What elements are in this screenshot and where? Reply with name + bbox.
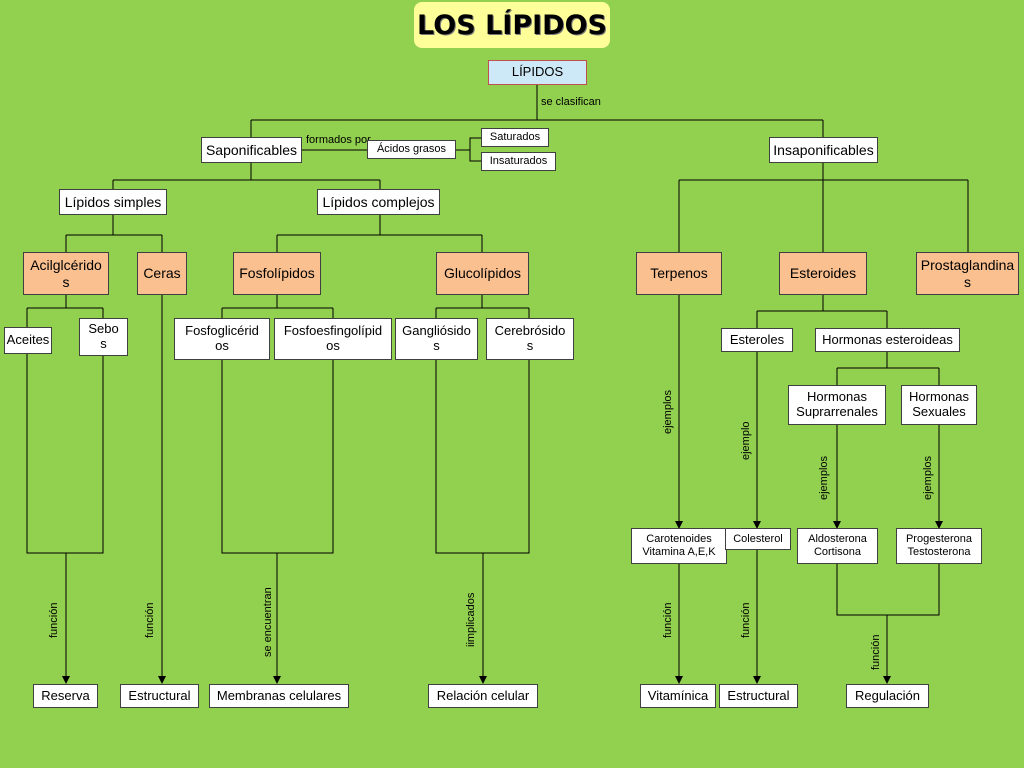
node-vitaminica: Vitamínica — [640, 684, 716, 708]
node-saponificables: Saponificables — [201, 137, 302, 163]
node-prostaglandinas: Prostaglandina s — [916, 252, 1019, 295]
node-lipidos-complejos: Lípidos complejos — [317, 189, 440, 215]
node-esteroides: Esteroides — [779, 252, 867, 295]
node-aldosterona: Aldosterona Cortisona — [797, 528, 878, 564]
node-ceras: Ceras — [137, 252, 187, 295]
node-fosfoesfingolipidos: Fosfoesfingolípid os — [274, 318, 392, 360]
node-hormonas-sexuales: Hormonas Sexuales — [901, 385, 977, 425]
node-gangliosidos: Gangliósido s — [395, 318, 478, 360]
node-lipidos-simples: Lípidos simples — [59, 189, 167, 215]
label-funcion-reserva: función — [48, 602, 60, 638]
label-formados-por: formados por — [306, 134, 371, 146]
node-regulacion: Regulación — [846, 684, 929, 708]
label-se-encuentran: se encuentran — [262, 587, 274, 657]
node-sebos: Sebo s — [79, 318, 128, 356]
node-fosfogliceridos: Fosfoglicérid os — [174, 318, 270, 360]
label-ejemplos-terpenos: ejemplos — [662, 389, 674, 434]
page-title: LOS LÍPIDOS — [414, 2, 610, 48]
node-acidos-grasos: Ácidos grasos — [367, 140, 456, 159]
node-lipidos: LÍPIDOS — [488, 60, 587, 85]
label-funcion-regulacion: función — [870, 634, 882, 670]
node-acilgliceridos: Acilglcérido s — [23, 252, 109, 295]
label-funcion-vitaminica: función — [662, 602, 674, 638]
label-ejemplos-sexuales: ejemplos — [922, 455, 934, 500]
node-colesterol: Colesterol — [725, 528, 791, 550]
node-esteroles: Esteroles — [721, 328, 793, 352]
node-reserva: Reserva — [33, 684, 98, 708]
node-aceites: Aceites — [4, 327, 52, 354]
node-glucolipidos: Glucolípidos — [436, 252, 529, 295]
node-estructural-1: Estructural — [120, 684, 199, 708]
node-relacion-celular: Relación celular — [428, 684, 538, 708]
node-hormonas-esteroideas: Hormonas esteroideas — [815, 328, 960, 352]
label-funcion-estructural: función — [144, 602, 156, 638]
label-ejemplo-esteroles: ejemplo — [740, 421, 752, 460]
node-cerebrosidos: Cerebrósido s — [486, 318, 574, 360]
node-progesterona: Progesterona Testosterona — [896, 528, 982, 564]
label-funcion-estructural-2: función — [740, 602, 752, 638]
label-iimplicados: iimplicados — [465, 592, 477, 647]
node-terpenos: Terpenos — [636, 252, 722, 295]
label-se-clasifican: se clasifican — [541, 96, 601, 108]
node-insaponificables: Insaponificables — [769, 137, 878, 163]
node-membranas-celulares: Membranas celulares — [209, 684, 349, 708]
label-ejemplos-suprarrenales: ejemplos — [818, 455, 830, 500]
node-saturados: Saturados — [481, 128, 549, 147]
node-estructural-2: Estructural — [719, 684, 798, 708]
node-carotenoides: Carotenoides Vitamina A,E,K — [631, 528, 727, 564]
node-insaturados: Insaturados — [481, 152, 556, 171]
node-hormonas-suprarrenales: Hormonas Suprarrenales — [788, 385, 886, 425]
node-fosfolipidos: Fosfolípidos — [233, 252, 321, 295]
